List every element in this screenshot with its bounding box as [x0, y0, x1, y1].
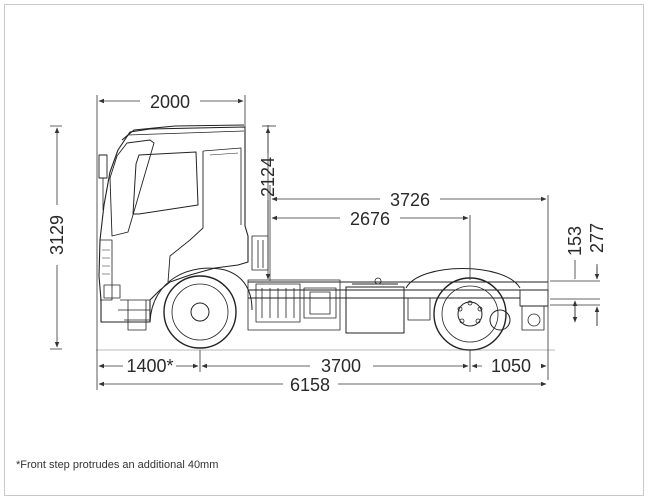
dim-frame-length: 3726: [390, 190, 430, 210]
rear-lights: [519, 289, 549, 307]
dim-rear-overhang: 1050: [491, 356, 531, 376]
windshield: [109, 139, 155, 237]
dim-overall-length: 6158: [290, 375, 330, 395]
dim-frame-top-height: 153: [565, 226, 585, 256]
fuel-tank: [345, 283, 405, 334]
truck-side-view: [96, 124, 555, 351]
front-wheel: [163, 275, 237, 349]
side-window: [132, 151, 199, 215]
dim-frame-bottom-height: 277: [587, 223, 607, 253]
cab-door: [167, 151, 204, 283]
footnote: *Front step protrudes an additional 40mm: [16, 459, 219, 471]
dim-overall-height: 3129: [47, 215, 67, 255]
dim-behind-cab-length: 2676: [350, 209, 390, 229]
cab-outline: [98, 126, 249, 323]
dim-wheelbase: 3700: [321, 356, 361, 376]
dimension-lines: [50, 95, 600, 390]
rear-fender: [405, 268, 521, 289]
chassis-components: [247, 235, 341, 331]
rear-wheel: [433, 277, 507, 351]
front-wheel-arch: [149, 267, 253, 323]
side-mirror: [98, 154, 108, 179]
diagram-frame: [4, 4, 644, 496]
dim-cab-length: 2000: [150, 92, 190, 112]
dim-cab-above-frame: 2124: [258, 157, 278, 197]
frame-rail: [248, 281, 548, 299]
dim-front-overhang: 1400*: [126, 356, 173, 376]
cab-steps: [118, 299, 150, 321]
